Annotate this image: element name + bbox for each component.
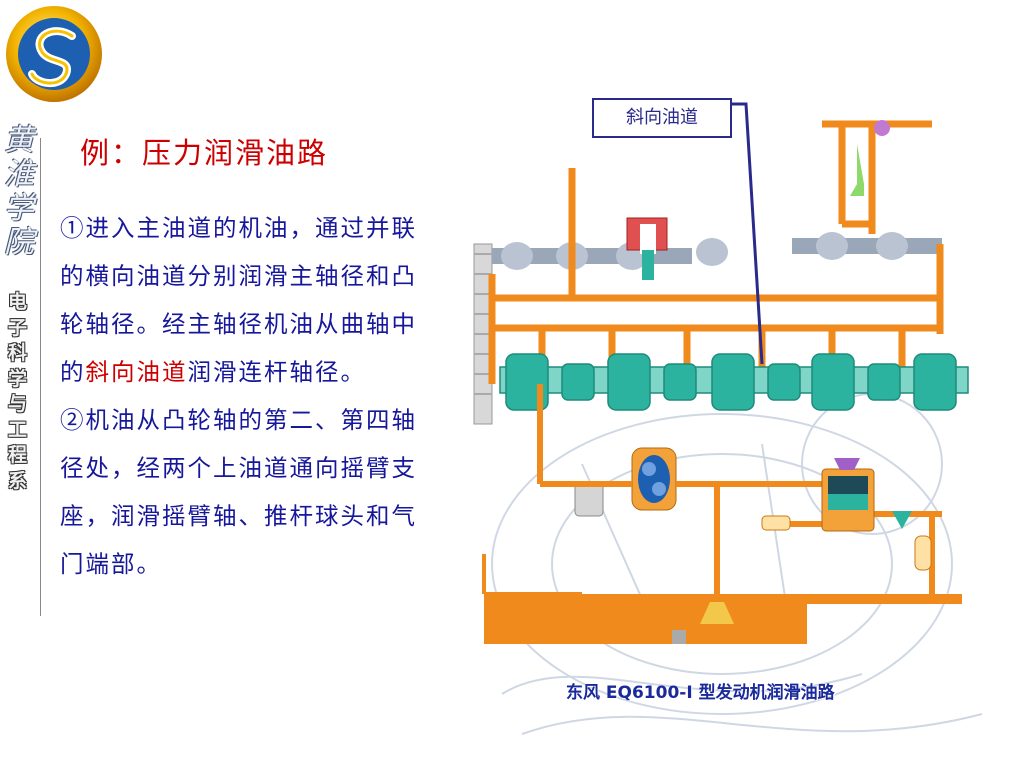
slide-title: 例：压力润滑油路 — [80, 136, 329, 170]
paragraph1-tail: 润滑连杆轴径。 — [187, 358, 366, 386]
paragraph2-text: 机油从凸轮轴的第二、第四轴径处，经两个上油道通向摇臂支座，润滑摇臂轴、推杆球头和… — [60, 406, 417, 578]
oil-pump — [631, 447, 677, 511]
oil-fine-filter — [821, 458, 875, 532]
paragraph1-highlight: 斜向油道 — [85, 358, 188, 386]
lubrication-diagram — [473, 102, 983, 735]
oblique-oil-channel-callout: 斜向油道 — [592, 98, 732, 138]
paragraph1-text: 进入主油道的机油，通过并联的横向油道分别润滑主轴径和凸轮轴径。经主轴径机油从曲轴… — [60, 214, 417, 386]
slide-body: ①进入主油道的机油，通过并联的横向油道分别润滑主轴径和凸轮轴径。经主轴径机油从曲… — [60, 204, 442, 588]
callout-leader — [732, 102, 764, 365]
crankshaft — [499, 353, 969, 411]
school-logo-icon — [6, 6, 102, 102]
department-name: 电子科学与工程系 — [8, 291, 28, 492]
camshaft — [492, 232, 942, 270]
paragraph2-marker: ② — [60, 406, 86, 434]
oil-gallery — [488, 120, 944, 384]
oil-cooler — [574, 481, 604, 517]
divider — [40, 138, 41, 616]
school-name: 黄淮学院 — [4, 123, 34, 260]
diagram-caption: 东风 EQ6100-Ⅰ 型发动机润滑油路 — [566, 683, 835, 703]
paragraph1-marker: ① — [60, 214, 86, 242]
